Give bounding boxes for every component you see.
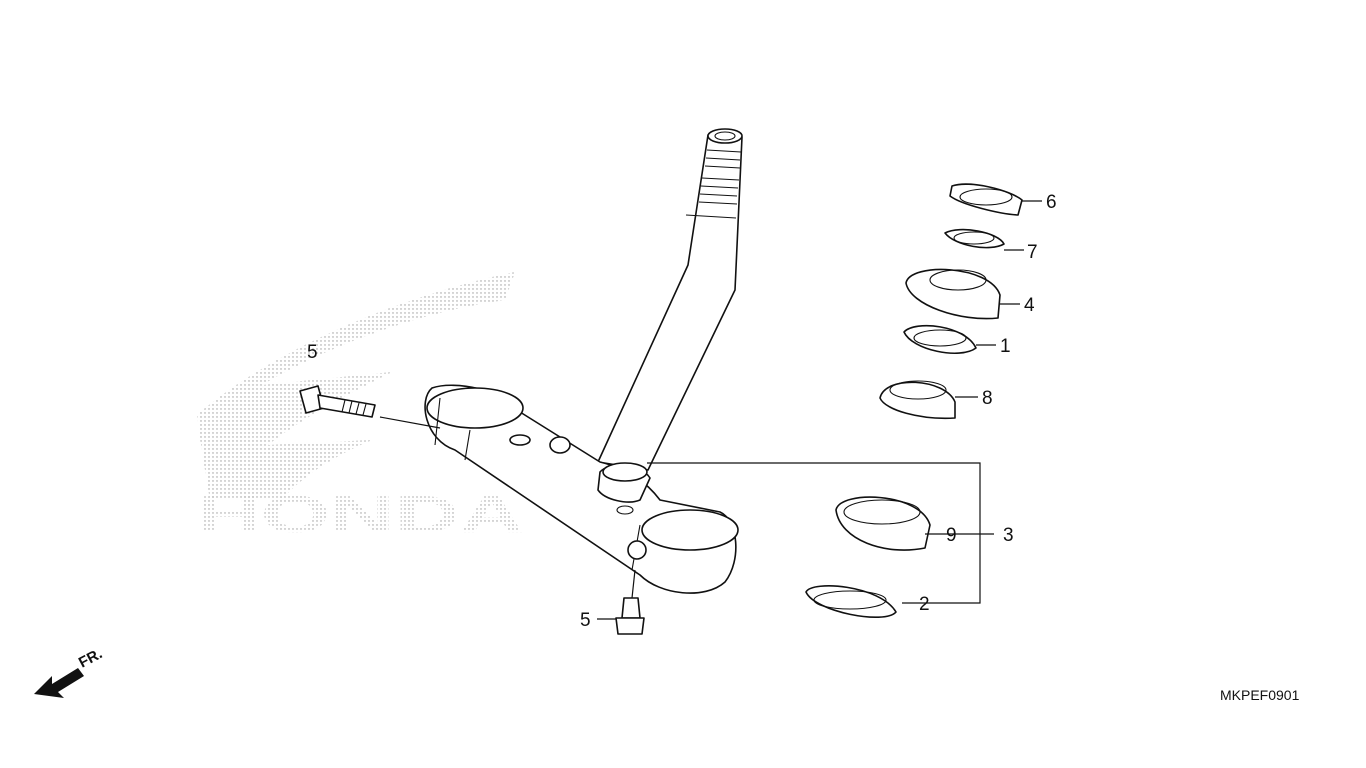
dust-seal bbox=[903, 325, 977, 355]
bolt-lower bbox=[615, 597, 645, 635]
upper-bearing bbox=[879, 380, 956, 420]
watermark-honda-text: HONDA bbox=[196, 486, 524, 544]
callout-bolt-upper: 5 bbox=[307, 342, 318, 363]
steering-stem bbox=[597, 128, 743, 471]
leader-lines bbox=[379, 200, 1042, 620]
lower-dust-seal bbox=[805, 585, 897, 619]
callout-lower-dust-seal: 2 bbox=[919, 594, 930, 615]
callout-nut: 6 bbox=[1046, 192, 1057, 213]
upper-cone-race bbox=[905, 268, 1001, 320]
callout-stem: 3 bbox=[1003, 525, 1014, 546]
lower-bearing bbox=[835, 496, 931, 551]
lock-washer bbox=[944, 228, 1005, 249]
callout-upper-cone-race: 4 bbox=[1024, 295, 1035, 316]
callout-lock-washer: 7 bbox=[1027, 242, 1038, 263]
stem-nut bbox=[949, 183, 1023, 216]
callout-lower-bearing: 9 bbox=[946, 525, 957, 546]
front-label: FR. bbox=[76, 645, 105, 671]
callouts: 6 7 4 1 8 9 3 2 5 5 bbox=[307, 192, 1057, 631]
front-arrow-icon bbox=[34, 668, 84, 698]
figure-code: MKPEF0901 bbox=[1220, 687, 1300, 703]
front-direction-indicator: FR. bbox=[34, 645, 105, 698]
bolt-upper bbox=[299, 385, 376, 418]
wing-mark bbox=[197, 272, 515, 500]
callout-dust-seal: 1 bbox=[1000, 336, 1011, 357]
callout-upper-bearing: 8 bbox=[982, 388, 993, 409]
honda-logo-watermark: HONDA bbox=[196, 272, 524, 544]
callout-bolt-lower: 5 bbox=[580, 610, 591, 631]
top-bridge bbox=[424, 384, 739, 594]
